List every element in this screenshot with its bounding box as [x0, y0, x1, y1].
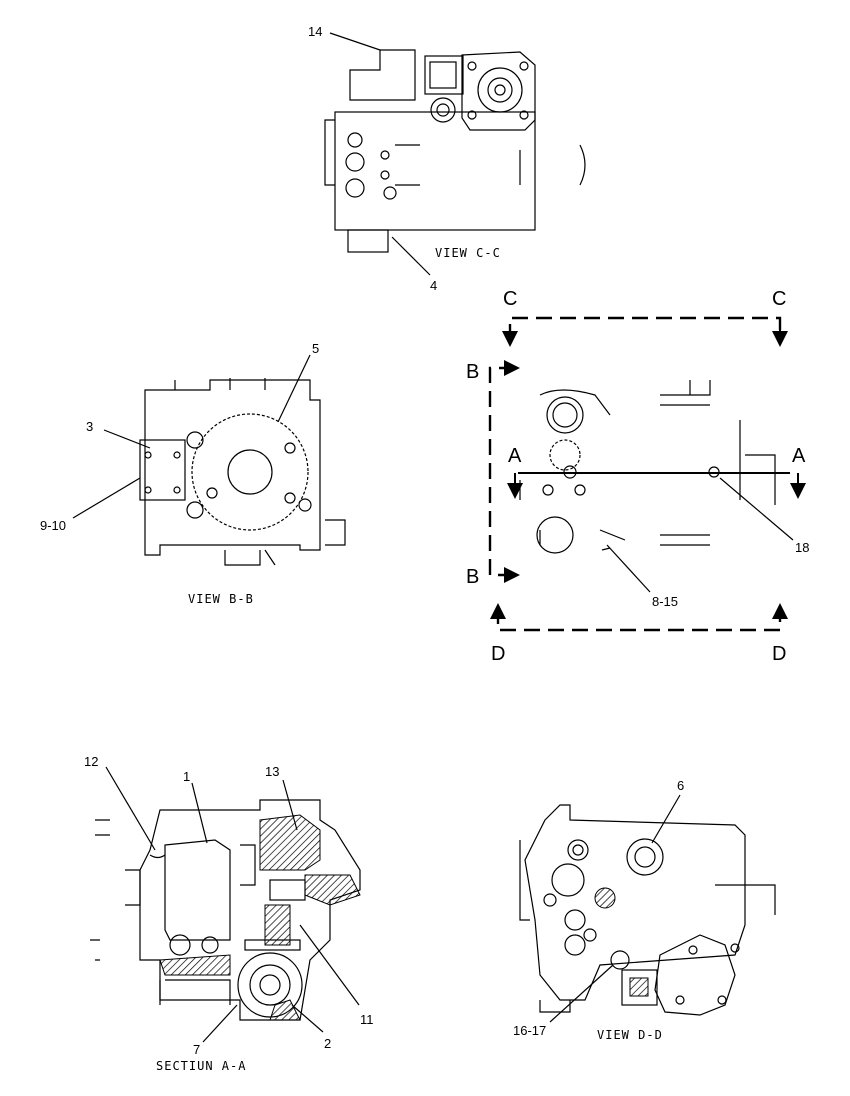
view-dd-caption: VIEW D-D	[597, 1028, 663, 1042]
section-aa-caption: SECTIUN A-A	[156, 1059, 246, 1073]
plan-view-drawing	[518, 380, 790, 554]
section-line-c	[508, 316, 782, 340]
view-bb: 5 3 9-10 VIEW B-B	[40, 341, 346, 606]
leader-3	[103, 429, 151, 449]
section-letter-b-top: B	[466, 361, 479, 383]
leader-2	[291, 1004, 324, 1033]
callout-14: 14	[308, 24, 322, 39]
view-cc-caption: VIEW C-C	[435, 246, 501, 260]
view-bb-drawing	[139, 378, 346, 566]
leader-11	[299, 924, 360, 1006]
callout-3: 3	[86, 419, 93, 434]
callout-11: 11	[360, 1012, 374, 1027]
leader-12	[105, 766, 156, 851]
callout-2: 2	[324, 1036, 331, 1051]
leader-16-17	[549, 964, 614, 1023]
view-dd-drawing	[519, 804, 776, 1016]
callout-13: 13	[265, 764, 279, 779]
view-cc-drawing	[324, 49, 586, 253]
section-letter-a-right: A	[792, 445, 806, 467]
callout-5: 5	[312, 341, 319, 356]
callout-6: 6	[677, 778, 684, 793]
leader-4	[391, 236, 431, 276]
leader-5	[277, 354, 311, 423]
section-aa: 12 1 13 11 7 2 SECTIUN A-A	[84, 754, 374, 1073]
callout-9-10: 9-10	[40, 518, 66, 533]
callout-4: 4	[430, 278, 437, 293]
callout-16-17: 16-17	[513, 1023, 546, 1038]
leader-8-15	[606, 544, 651, 593]
section-letter-b-bottom: B	[466, 566, 479, 588]
section-aa-drawing	[90, 799, 361, 1021]
view-dd: 6 16-17 VIEW D-D	[513, 778, 776, 1042]
section-line-d	[496, 608, 782, 632]
section-line-b	[488, 366, 515, 577]
callout-1: 1	[183, 769, 190, 784]
view-cc: 14 4 VIEW C-C	[308, 24, 586, 293]
leader-18	[719, 477, 794, 541]
section-letter-d-right: D	[772, 643, 786, 665]
view-bb-caption: VIEW B-B	[188, 592, 254, 606]
plan-view: C C B B A A D D 18 8-15	[466, 288, 809, 665]
leader-14	[329, 32, 381, 51]
section-letter-a-left: A	[508, 445, 522, 467]
leader-6	[651, 794, 681, 844]
section-letter-c-left: C	[503, 288, 517, 310]
section-letter-c-right: C	[772, 288, 786, 310]
leader-1	[191, 782, 208, 844]
callout-12: 12	[84, 754, 98, 769]
leader-13	[282, 779, 298, 831]
leader-9-10	[72, 477, 141, 519]
leader-7	[202, 1004, 238, 1043]
callout-7: 7	[193, 1042, 200, 1057]
callout-8-15: 8-15	[652, 594, 678, 609]
section-letter-d-left: D	[491, 643, 505, 665]
callout-18: 18	[795, 540, 809, 555]
